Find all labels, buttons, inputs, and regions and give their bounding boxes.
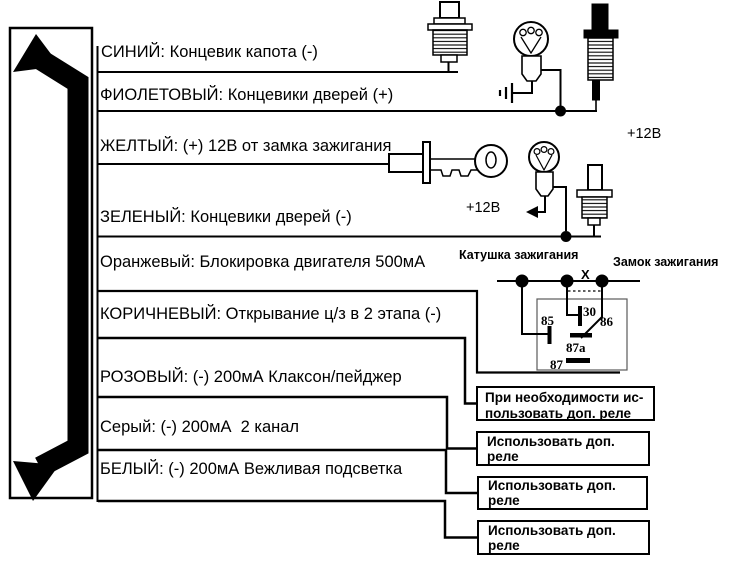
- courtesy-lamp-icon: [528, 141, 567, 231]
- relay-pin-30-label: 30: [583, 304, 596, 319]
- wire-orange: [98, 289, 620, 374]
- wire-label-yellow: ЖЕЛТЫЙ: (+) 12В от замка зажигания: [100, 137, 392, 155]
- plus12v-top-label: +12В: [627, 126, 662, 142]
- note-box-use-relay-1: Использовать доп. реле: [476, 431, 650, 466]
- junction-dot: [555, 105, 566, 117]
- note-box-relay-optional: При необходимости ис- пользовать доп. ре…: [476, 386, 655, 421]
- relay-pin-85: [547, 326, 552, 344]
- wire-white: [98, 499, 477, 539]
- plus12v-courtesy-label: +12В: [466, 200, 501, 216]
- note-text: Использовать доп. реле: [488, 478, 616, 508]
- relay-pin-30: [578, 306, 582, 326]
- ignition-relay-circuit: [497, 274, 640, 371]
- door-switch-minus-icon: [576, 164, 613, 236]
- relay-pin-87-label: 87: [550, 357, 563, 372]
- wire-label-brown: КОРИЧНЕВЫЙ: Открывание ц/з в 2 этапа (-): [100, 305, 442, 323]
- hood-switch-icon: [427, 1, 473, 72]
- wire-label-violet: ФИОЛЕТОВЫЙ: Концевики дверей (+): [100, 86, 394, 104]
- wire-brown: [98, 336, 476, 405]
- note-text: Использовать доп. реле: [487, 433, 615, 464]
- ignition-lock-label: Замок зажигания: [613, 255, 719, 269]
- wire-gray: [98, 448, 477, 495]
- double-arrow-icon: [13, 34, 89, 501]
- junction-dot: [560, 231, 572, 242]
- wire-label-orange: Оранжевый: Блокировка двигателя 500мА: [100, 253, 426, 271]
- wire-label-gray: Серый: (-) 200мА 2 канал: [100, 418, 300, 436]
- note-box-use-relay-2: Использовать доп. реле: [477, 476, 648, 510]
- x-marker: X: [581, 267, 590, 282]
- ignition-key-icon: [388, 141, 508, 184]
- wire-label-green: ЗЕЛЕНЫЙ: Концевики дверей (-): [100, 208, 352, 226]
- ignition-coil-label: Катушка зажигания: [459, 248, 579, 262]
- note-box-use-relay-3: Использовать доп. реле: [477, 520, 650, 555]
- ground-icon: [498, 83, 514, 103]
- note-line: При необходимости ис-: [485, 390, 644, 405]
- relay-pin-87a: [570, 333, 592, 338]
- wire-label-pink: РОЗОВЫЙ: (-) 200мА Клаксон/пейджер: [100, 368, 402, 386]
- note-text: Использовать доп. реле: [488, 522, 616, 553]
- wire-label-white: БЕЛЫЙ: (-) 200мА Вежливая подсветка: [100, 460, 403, 478]
- wire-pink: [98, 395, 476, 450]
- door-switch-plus-icon: [583, 3, 619, 110]
- note-line: пользовать доп. реле: [485, 405, 631, 421]
- wire-label-blue: СИНИЙ: Концевик капота (-): [101, 43, 318, 61]
- wire-lines: [98, 71, 620, 539]
- relay-pin-87a-label: 87a: [566, 340, 586, 355]
- relay-pin-85-label: 85: [541, 313, 554, 328]
- left-connector-panel: [8, 26, 99, 502]
- relay-pin-86-label: 86: [600, 314, 613, 329]
- door-lamp-icon: [513, 21, 562, 106]
- relay-pin-87: [566, 358, 590, 363]
- plus12v-arrow-icon: [526, 206, 538, 218]
